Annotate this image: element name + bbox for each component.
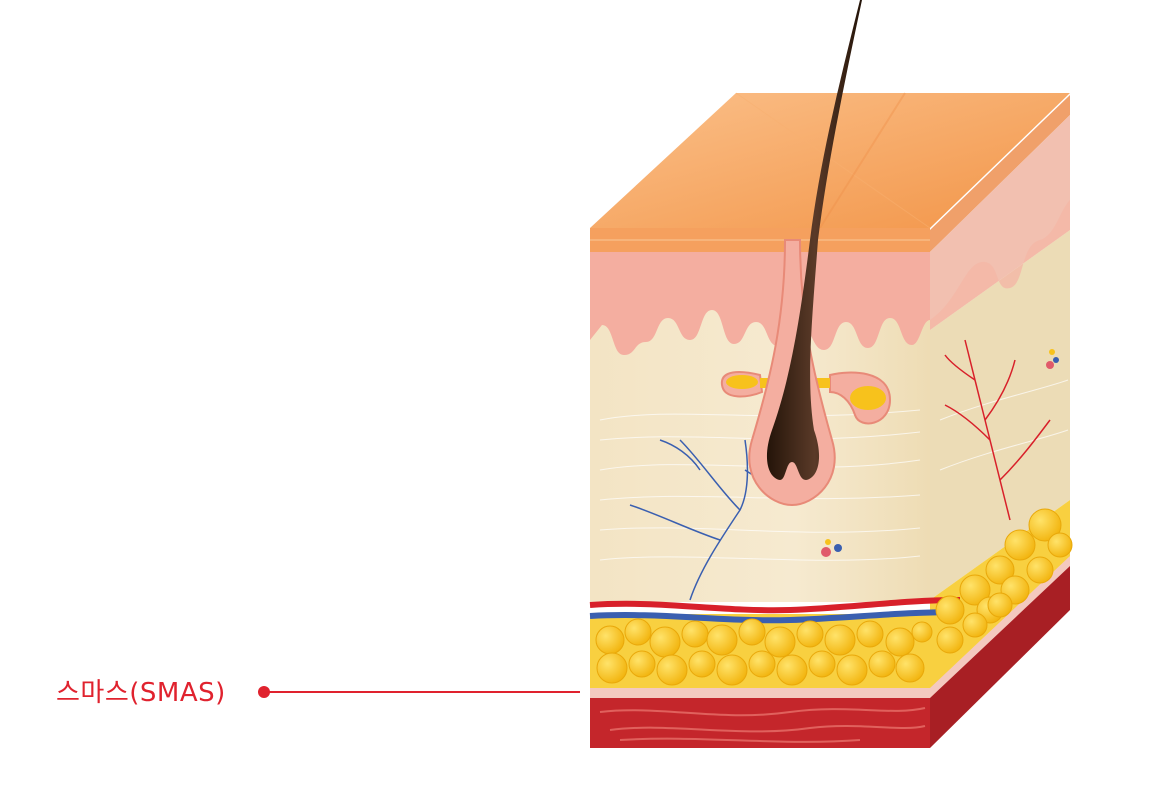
- smas-layer: [590, 688, 930, 698]
- capillaries: [944, 339, 1051, 521]
- fat-globules: [595, 508, 1073, 686]
- cells: [821, 349, 1059, 557]
- collagen-fibers: [599, 379, 1069, 561]
- epidermis-top: [590, 93, 1070, 228]
- hair-shaft: [766, 0, 862, 480]
- smas-label-pointer: [258, 686, 580, 698]
- blood-vessels: [589, 597, 961, 624]
- smas-label: 스마스(SMAS): [56, 678, 226, 708]
- cube-right-side: [930, 95, 1070, 748]
- vein-branches: [629, 439, 791, 601]
- papillary-dermis: [590, 252, 930, 355]
